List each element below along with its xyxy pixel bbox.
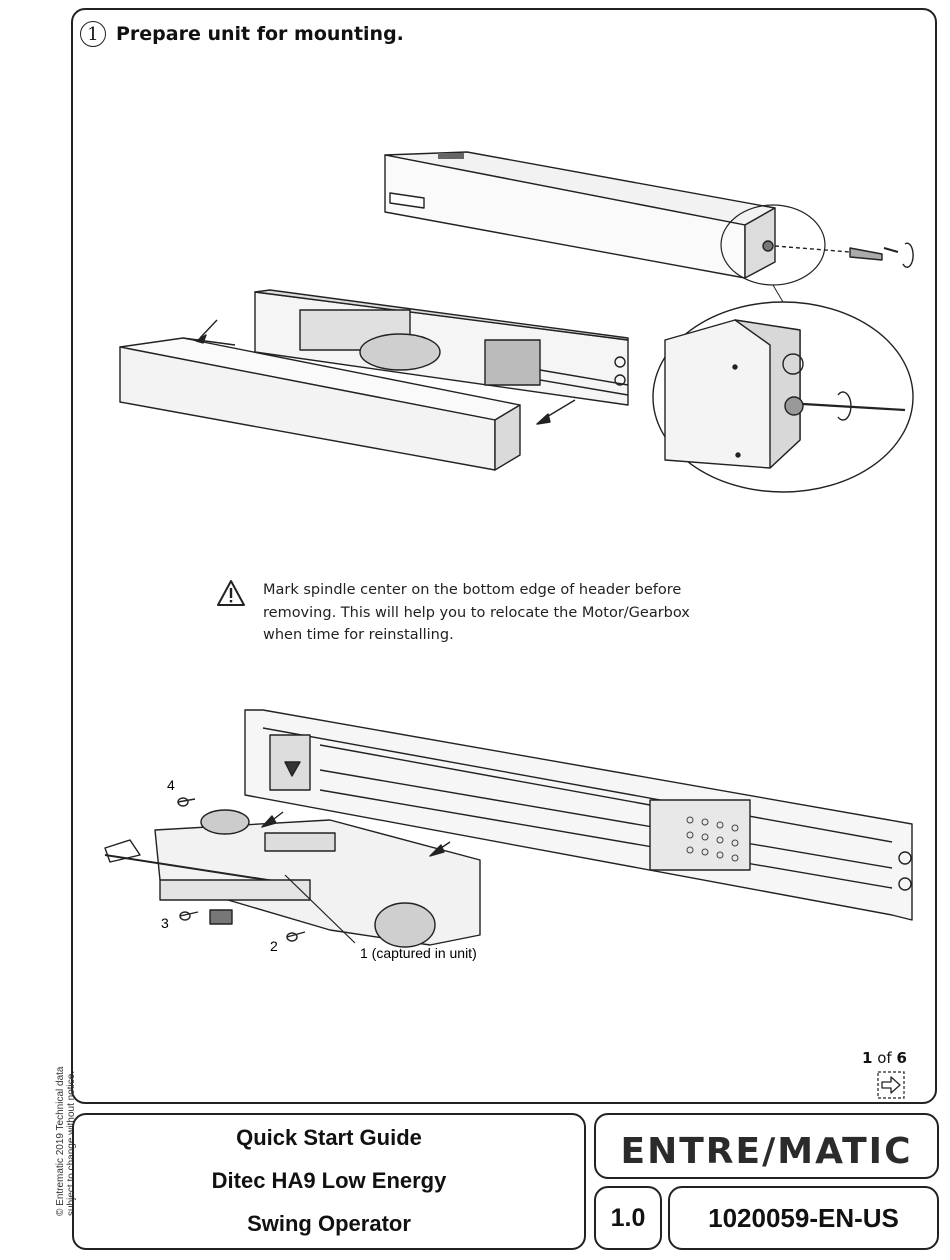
- step-number-circle: 1: [80, 21, 106, 47]
- callout-2: 2: [270, 938, 278, 954]
- content-frame: [71, 8, 937, 1104]
- version-box: 1.0: [594, 1186, 662, 1250]
- callout-3: 3: [161, 915, 169, 931]
- document-title-box: Quick Start Guide Ditec HA9 Low Energy S…: [72, 1113, 586, 1250]
- callout-1: 1 (captured in unit): [360, 945, 477, 961]
- brand-box: ENTRE/MATIC: [594, 1113, 939, 1179]
- header-cover-illustration: [384, 151, 914, 303]
- track-and-cover-illustration: [119, 289, 629, 471]
- page-indicator: 1 of 6: [862, 1049, 907, 1067]
- page-current: 1: [862, 1049, 873, 1067]
- step-title: Prepare unit for mounting.: [116, 23, 404, 45]
- brand-logo: ENTRE/MATIC: [620, 1131, 913, 1172]
- copyright-line-1: © Entrematic 2019 Technical data: [55, 1066, 66, 1217]
- warning-triangle-icon: [217, 580, 245, 606]
- warning-note: Mark spindle center on the bottom edge o…: [263, 582, 690, 643]
- title-line-3: Swing Operator: [247, 1211, 411, 1236]
- title-line-2: Ditec HA9 Low Energy: [211, 1168, 447, 1193]
- track-exploded-illustration: [104, 709, 913, 948]
- callout-4: 4: [167, 777, 175, 793]
- document-number-box: 1020059-EN-US: [668, 1186, 939, 1250]
- page-of-label: of: [877, 1049, 892, 1067]
- next-page-arrow-icon[interactable]: [877, 1071, 905, 1099]
- page-total: 6: [896, 1049, 907, 1067]
- title-line-1: Quick Start Guide: [236, 1125, 422, 1150]
- zoom-detail-illustration: [652, 301, 914, 493]
